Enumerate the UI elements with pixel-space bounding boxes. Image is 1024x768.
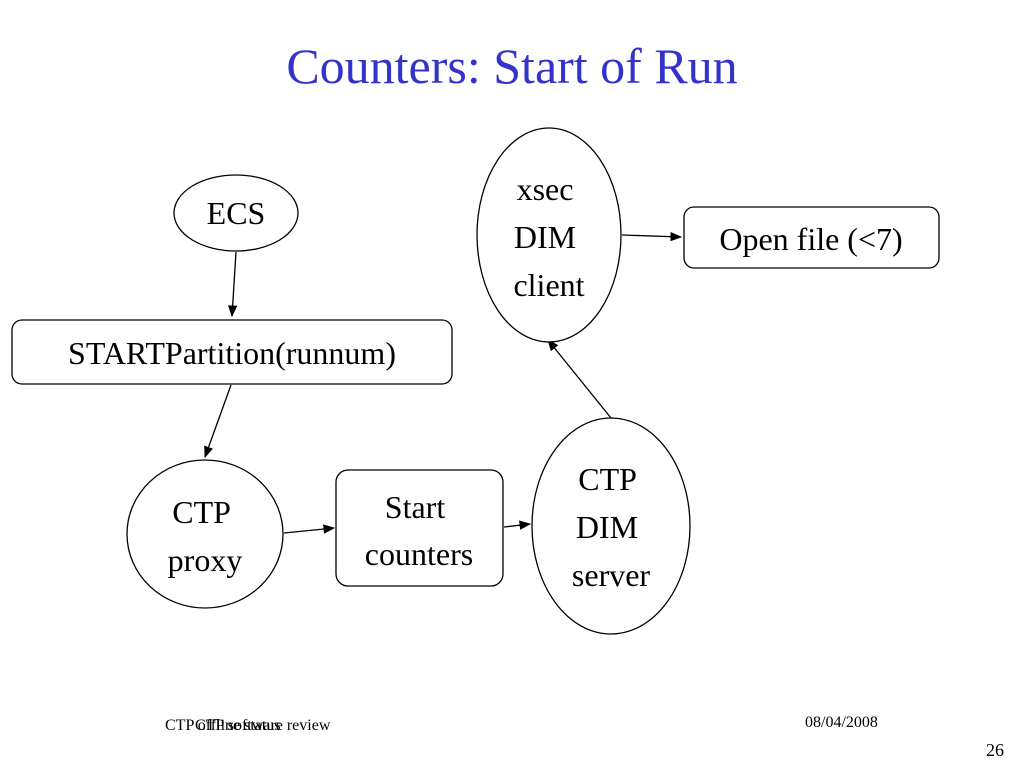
slide-title: Counters: Start of Run — [286, 38, 738, 94]
arrow-ecs-to-startpartition — [227, 251, 238, 318]
arrow-startpartition-to-ctp-proxy — [204, 384, 232, 459]
ctp-dim-server-label: CTP DIM server — [572, 461, 651, 593]
footer-left-text-b: CTP software review — [195, 717, 331, 734]
ctp-dim-server-node: CTP DIM server — [531, 417, 691, 635]
page-number: 26 — [986, 740, 1004, 760]
footer-left-text-a: CTP offline status — [165, 717, 281, 734]
xsec-dim-client-label: xsec DIM client — [513, 171, 584, 303]
ctp-dim-server-line-1: CTP — [578, 461, 636, 497]
open-file-node: Open file (<7) — [683, 206, 940, 269]
arrow-start-counters-to-ctp-dim-server — [503, 520, 532, 530]
ctp-proxy-node: CTP proxy — [126, 459, 284, 609]
start-counters-line-1: Start — [385, 489, 446, 525]
arrow-xsec-client-to-open-file — [621, 231, 683, 242]
xsec-dim-client-line-1: xsec — [517, 171, 574, 207]
xsec-dim-client-line-3: client — [513, 267, 584, 303]
start-partition-label: STARTPartition(runnum) — [68, 335, 396, 371]
arrow-ctp-proxy-to-start-counters — [283, 524, 336, 534]
ecs-node: ECS — [173, 174, 299, 252]
open-file-label: Open file (<7) — [719, 221, 902, 257]
xsec-dim-client-line-2: DIM — [514, 219, 576, 255]
ecs-label: ECS — [207, 195, 266, 231]
ctp-dim-server-line-3: server — [572, 557, 651, 593]
ctp-proxy-line-1: CTP — [172, 494, 230, 530]
start-counters-label: Start counters — [365, 489, 473, 572]
footer-date: 08/04/2008 — [805, 714, 878, 731]
start-partition-node: STARTPartition(runnum) — [11, 319, 453, 385]
ctp-proxy-label: CTP proxy — [168, 494, 243, 578]
arrow-ctp-dim-server-to-xsec-client — [547, 339, 612, 419]
ctp-dim-server-line-2: DIM — [576, 509, 638, 545]
ctp-proxy-line-2: proxy — [168, 542, 243, 578]
start-counters-line-2: counters — [365, 536, 473, 572]
start-counters-node: Start counters — [335, 469, 504, 587]
xsec-dim-client-node: xsec DIM client — [476, 127, 622, 343]
